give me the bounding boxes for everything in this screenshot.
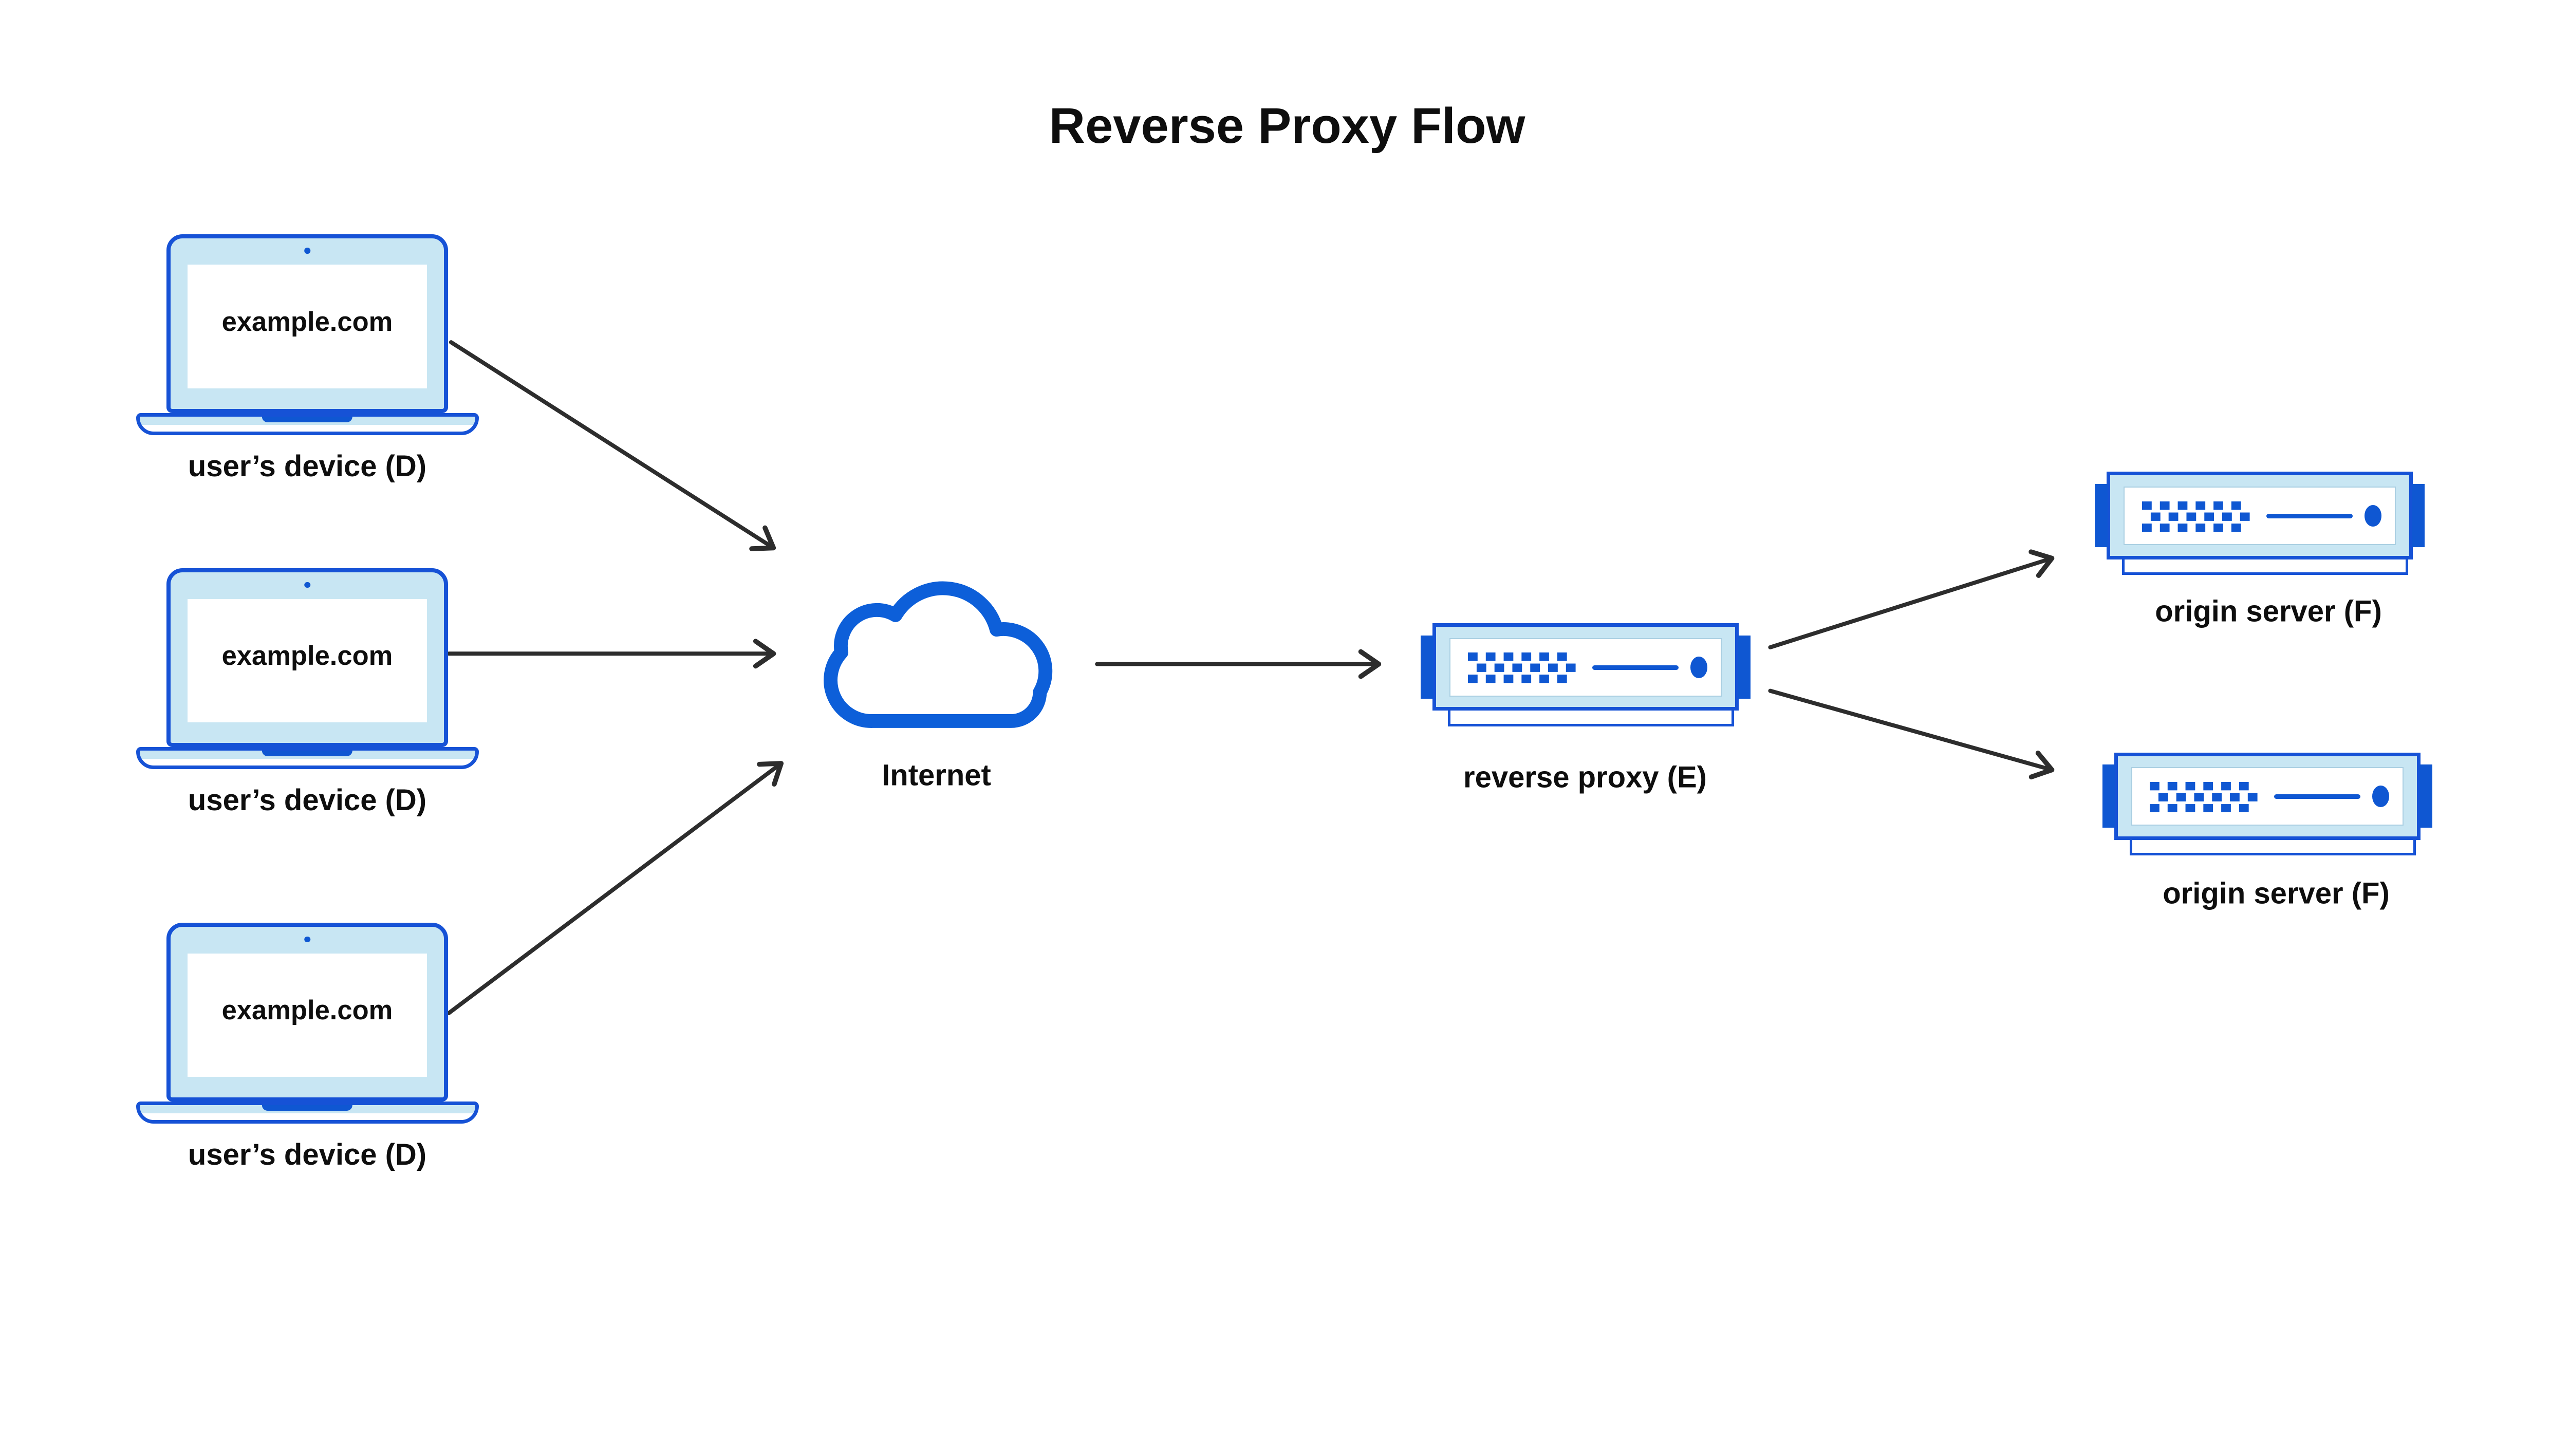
reverse-proxy-node	[1420, 623, 1751, 727]
laptop-screen: example.com	[188, 953, 427, 1077]
server-side-tab-right	[1737, 636, 1751, 699]
server-slot-line	[2274, 794, 2361, 799]
user-device-3: example.com user’s device (D)	[136, 923, 479, 1171]
device-screen-text: example.com	[221, 641, 393, 671]
internet-label: Internet	[882, 758, 991, 792]
laptop-icon: example.com	[166, 568, 449, 747]
origin-server-1-label: origin server (F)	[2155, 594, 2382, 628]
server-power-dot	[1690, 657, 1707, 679]
server-power-dot	[2364, 505, 2381, 527]
internet-node	[804, 568, 1069, 737]
origin-server-2-label: origin server (F)	[2163, 876, 2390, 910]
server-vents-icon	[1467, 652, 1576, 683]
device-screen-text: example.com	[221, 306, 393, 337]
server-front-panel	[2131, 767, 2404, 826]
server-side-tab-left	[1420, 636, 1434, 699]
device-label: user’s device (D)	[188, 1137, 427, 1171]
laptop-base	[136, 1101, 479, 1124]
camera-dot-icon	[304, 248, 310, 254]
origin-server-1	[2094, 472, 2425, 575]
arrow-device1-to-internet	[449, 340, 776, 551]
flow-arrows	[446, 340, 2055, 1015]
origin-server-2	[2102, 752, 2432, 856]
user-device-2: example.com user’s device (D)	[136, 568, 479, 817]
diagram-title: Reverse Proxy Flow	[1049, 97, 1525, 154]
laptop-screen: example.com	[188, 265, 427, 388]
server-icon	[1432, 623, 1739, 711]
laptop-icon: example.com	[166, 234, 449, 413]
server-front-panel	[2123, 487, 2396, 546]
laptop-base	[136, 413, 479, 435]
arrow-proxy-to-origin1	[1768, 549, 2055, 649]
laptop-latch	[262, 750, 353, 757]
device-label: user’s device (D)	[188, 449, 427, 483]
laptop-latch	[262, 1105, 353, 1111]
server-slot-line	[2266, 513, 2353, 518]
server-vents-icon	[2149, 781, 2258, 813]
server-vents-icon	[2142, 501, 2250, 532]
reverse-proxy-label: reverse proxy (E)	[1463, 760, 1707, 794]
laptop-icon: example.com	[166, 923, 449, 1102]
server-side-tab-left	[2102, 764, 2115, 828]
server-icon	[2114, 752, 2421, 840]
arrow-device3-to-internet	[446, 761, 784, 1015]
laptop-screen: example.com	[188, 599, 427, 723]
laptop-base	[136, 746, 479, 770]
arrow-proxy-to-origin2	[1768, 688, 2055, 780]
server-power-dot	[2372, 786, 2389, 808]
laptop-latch	[262, 416, 353, 422]
server-side-tab-right	[2411, 484, 2425, 547]
server-front-panel	[1449, 638, 1722, 697]
user-device-1: example.com user’s device (D)	[136, 234, 479, 483]
device-screen-text: example.com	[221, 995, 393, 1026]
diagram-canvas: Reverse Proxy Flow example.com user’s de…	[136, 97, 2432, 1171]
device-label: user’s device (D)	[188, 783, 427, 817]
camera-dot-icon	[304, 582, 310, 588]
server-icon	[2107, 472, 2413, 559]
camera-dot-icon	[304, 936, 310, 943]
server-slot-line	[1592, 665, 1679, 670]
server-side-tab-right	[2419, 764, 2432, 828]
server-side-tab-left	[2094, 484, 2108, 547]
cloud-icon	[824, 581, 1053, 729]
